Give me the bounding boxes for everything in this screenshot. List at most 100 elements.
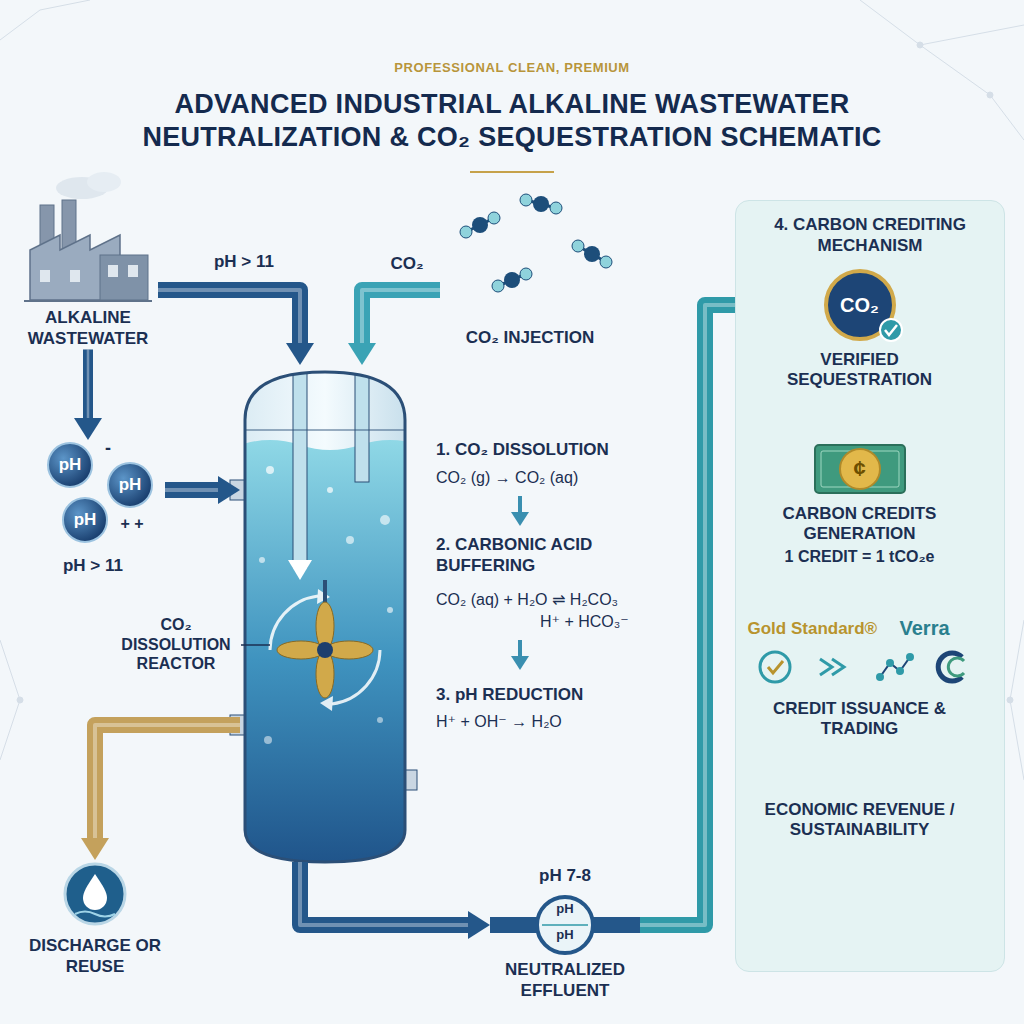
mixing-arrow	[320, 696, 333, 711]
atom	[600, 256, 612, 268]
registry-dot	[876, 673, 884, 681]
window	[128, 265, 138, 277]
step-arrows	[511, 496, 529, 670]
wastewater-pipe	[83, 349, 93, 418]
atom	[504, 272, 520, 288]
bubble	[377, 717, 383, 723]
impeller-hub	[317, 642, 333, 658]
atom	[520, 194, 532, 206]
factory-building	[100, 255, 148, 300]
atom	[492, 280, 504, 292]
connector-group	[158, 290, 300, 343]
ground-line	[24, 300, 152, 302]
registry-dot	[906, 653, 914, 661]
wastewater-pipe	[158, 290, 300, 343]
node-label: ECONOMIC REVENUE / SUSTAINABILITY	[750, 800, 970, 841]
ph-ion: pH	[108, 473, 152, 497]
reactor-vessel	[230, 372, 420, 880]
window	[108, 265, 118, 277]
step-heading: 2. CARBONIC ACID BUFFERING	[436, 535, 680, 576]
registry-icon	[820, 659, 844, 675]
title: ADVANCED INDUSTRIAL ALKALINE WASTEWATER …	[72, 88, 952, 154]
ion-cluster: pHpHpH	[30, 440, 165, 550]
network-line	[860, 0, 1024, 45]
wastewater-pipe	[165, 482, 218, 498]
water-wave	[75, 912, 115, 917]
connector-group	[165, 490, 218, 491]
registry-node: Gold Standard®VerraCREDIT ISSUANCE & TRA…	[740, 615, 980, 740]
ion-sign: -	[100, 438, 116, 460]
equation: H⁺ + HCO₃⁻	[540, 612, 680, 632]
network-dot	[17, 697, 23, 703]
vessel-seam	[245, 429, 405, 431]
co2-molecules	[460, 194, 612, 292]
connector-group	[362, 290, 440, 343]
source-node: ALKALINE WASTEWATER	[18, 190, 158, 349]
water-drop	[83, 874, 107, 910]
check-badge	[880, 319, 902, 341]
ion-bubble	[108, 463, 152, 507]
pipe-stub	[490, 917, 538, 933]
flow-arrow	[288, 560, 312, 580]
atom	[488, 212, 500, 224]
injection-node: CO₂ INJECTION	[440, 190, 620, 349]
node-graphic	[15, 860, 175, 930]
panel-heading: 4. CARBON CREDITING MECHANISM	[736, 215, 1004, 256]
discharge-node: DISCHARGE OR REUSE	[15, 860, 175, 977]
ph-meter-node: pH pH NEUTRALIZED EFFLUENT	[490, 880, 640, 1001]
bubble	[327, 487, 333, 493]
equation: H⁺ + OH⁻ → H₂O	[436, 712, 680, 732]
meter-reading: pH	[540, 901, 590, 917]
nozzle	[230, 480, 245, 500]
step-arrow	[518, 496, 522, 514]
window	[40, 270, 50, 282]
registry-icon	[768, 661, 783, 673]
node-graphic	[30, 440, 165, 550]
vessel-contents	[240, 372, 420, 880]
pipe-highlight	[95, 725, 240, 838]
pipe-highlight	[158, 290, 300, 343]
registry-dot	[886, 659, 894, 667]
subtitle: PROFESSIONAL CLEAN, PREMIUM	[0, 60, 1024, 76]
bubble	[266, 466, 274, 474]
revenue-node: ECONOMIC REVENUE / SUSTAINABILITY	[750, 800, 970, 841]
network-dot	[987, 92, 993, 98]
reactor-label: CO₂ DISSOLUTION REACTOR	[116, 615, 236, 674]
step-arrow	[518, 640, 522, 658]
registry-icon	[760, 652, 790, 682]
meter-divider	[542, 924, 588, 926]
registry-logo: Gold Standard®	[748, 619, 878, 640]
bubble	[259, 557, 265, 563]
atom	[572, 240, 584, 252]
molecule	[460, 212, 500, 238]
connector-group	[88, 349, 89, 418]
molecule	[572, 240, 612, 268]
atom	[584, 246, 600, 262]
factory-icon	[24, 172, 152, 301]
node-label: ALKALINE WASTEWATER	[18, 308, 158, 349]
credit-ratio: 1 CREDIT = 1 tCO₂e	[755, 547, 965, 567]
ph-ion: pH	[48, 453, 92, 477]
meter-reading: pH	[540, 927, 590, 943]
step-arrow	[511, 656, 529, 670]
atom	[520, 268, 532, 280]
node-label: CARBON CREDITS GENERATION	[755, 504, 965, 545]
node-label: CO₂ INJECTION	[440, 328, 620, 349]
window	[70, 270, 80, 282]
atom	[550, 202, 562, 214]
pipe-stub	[592, 917, 640, 933]
registry-icon	[880, 657, 910, 677]
node-label: NEUTRALIZED EFFLUENT	[490, 960, 640, 1001]
node-label: DISCHARGE OR REUSE	[15, 936, 175, 977]
registry-dot	[896, 667, 904, 675]
credits-node: ¢ CARBON CREDITS GENERATION1 CREDIT = 1 t…	[755, 440, 965, 567]
molecule	[520, 194, 562, 214]
connector-group	[95, 725, 240, 838]
coin-symbol: ¢	[755, 455, 965, 483]
pipe-highlight	[165, 488, 218, 492]
registry-logo: Verra	[900, 616, 950, 640]
network-dot	[1007, 697, 1013, 703]
nozzle	[405, 770, 417, 790]
badge-text: CO₂	[775, 291, 945, 319]
atom	[533, 196, 549, 212]
